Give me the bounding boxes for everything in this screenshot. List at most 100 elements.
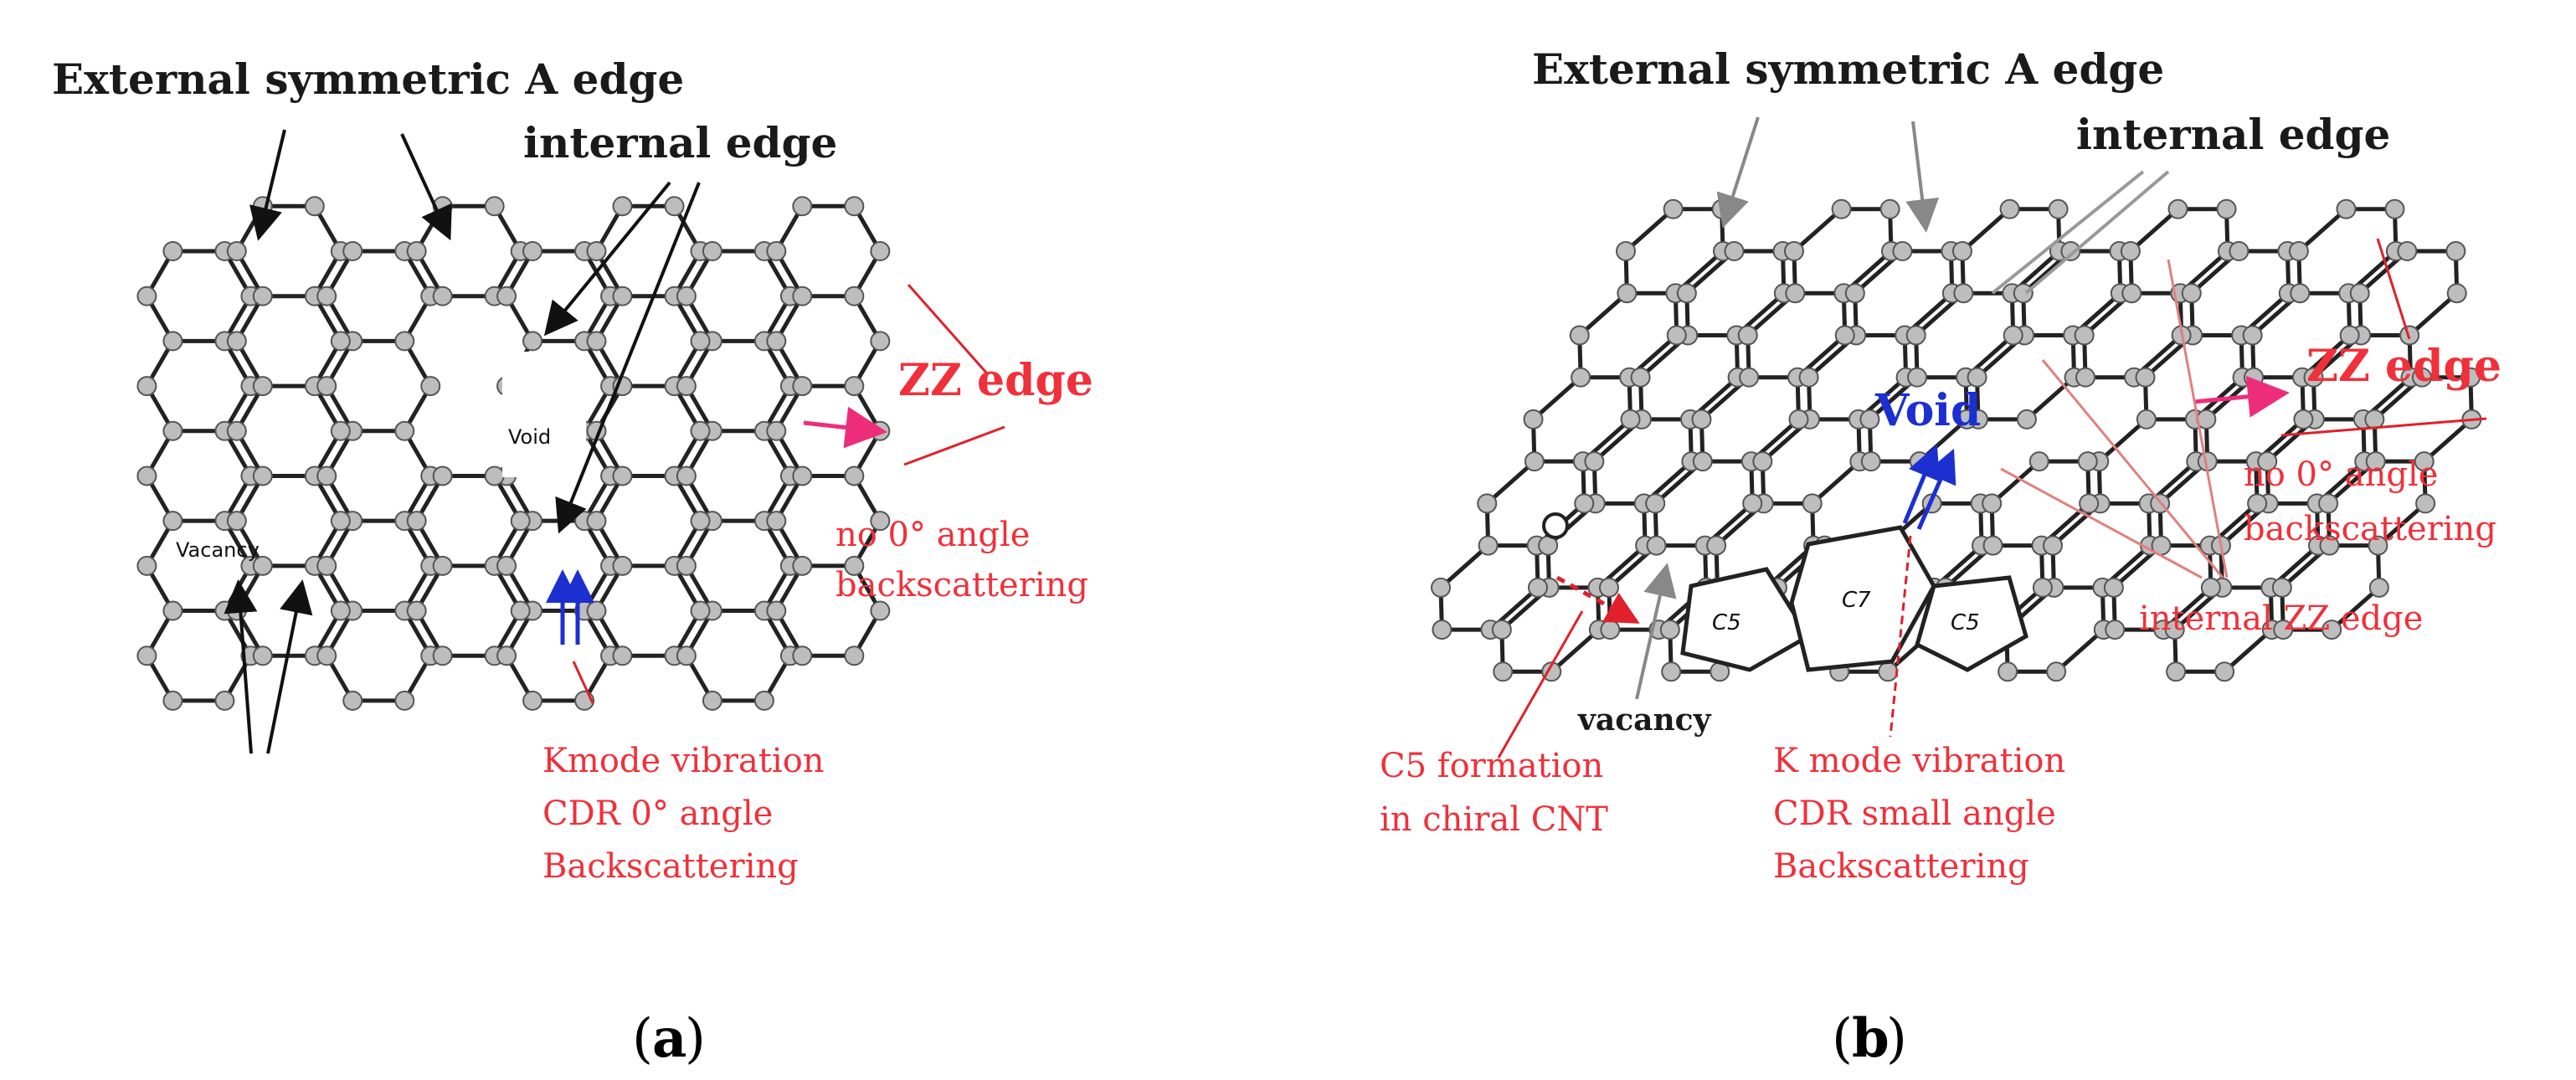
lattice-atom [2319,535,2340,556]
lattice-atom [252,465,273,486]
lattice-atom [2365,451,2386,472]
lattice-atom [676,465,697,486]
external-edge-arrow-b-2 [1905,121,1940,233]
vacancy-arrow-b [1635,563,1677,700]
no-backscatter-label-a-1: no 0° angle [836,516,1030,554]
lattice-atom [2414,451,2435,472]
lattice-atom [2368,535,2388,556]
lattice-atom [792,465,813,486]
lattice-atom [1783,241,1804,261]
lattice-bond [2024,375,2077,422]
lattice-atom [330,600,351,621]
lattice-atom [136,555,157,576]
lattice-atom [1907,367,1928,388]
lattice-atom [226,241,247,261]
lattice-atom [1584,451,1605,472]
lattice-atom [870,511,891,532]
lattice-atom [394,420,415,441]
lattice-atom [2368,577,2389,598]
lattice-atom [226,511,247,532]
ring-c5-left [1680,567,1812,672]
lattice-atom [844,285,865,306]
c5-formation-label-2: in chiral CNT [1380,800,1608,839]
lattice-atom [1600,620,1621,640]
kmode-label-b-2: CDR small angle [1773,795,2056,833]
lattice-atom [252,555,273,576]
lattice-atom [2074,325,2095,346]
lattice-atom [316,645,337,666]
lattice-atom [2200,577,2221,598]
zz-edge-label-a: ZZ edge [898,355,1093,406]
lattice-atom [1834,325,1855,346]
lattice-atom [522,241,543,261]
lattice-atom [1663,198,1684,219]
lattice-atom [2028,451,2049,472]
lattice-atom [1752,451,1773,472]
lattice-atom [510,600,531,621]
lattice-atom [844,465,865,486]
lattice-atom [1692,451,1713,472]
ring-c7-label: C7 [1842,588,1871,613]
no-backscatter-label-b-2: backscattering [2244,510,2496,548]
no-backscatter-label-b-1: no 0° angle [2244,455,2438,494]
lattice-atom [1953,283,1974,304]
vacancy-arrow-a-2 [266,579,313,754]
lattice-bond [1623,207,1676,254]
lattice-atom [2349,283,2370,304]
void-label-a: Void [508,425,551,449]
lattice-atom [844,196,865,217]
lattice-atom [1982,535,2003,556]
lattice-atom [522,331,543,352]
lattice-atom [2460,367,2481,388]
lattice-atom [2103,577,2124,598]
lattice-atom [766,331,787,352]
lattice-atom [1630,367,1651,388]
lattice-atom [690,511,711,532]
lattice-atom [2445,241,2466,261]
vacancy-label-b: vacancy [1577,702,1712,738]
lattice-atom [690,331,711,352]
lattice-atom [1527,577,1548,598]
lattice-atom [394,690,415,711]
lattice-atom [496,555,517,576]
lattice-bond [1530,375,1583,422]
lattice-atom [702,241,722,261]
lattice-atom [1666,325,1687,346]
lattice-atom [1956,409,1977,429]
lattice-atom [162,241,183,261]
lattice-atom [1785,283,1806,304]
lattice-atom [2167,198,2188,219]
zz-edge-pink-arrow-a [803,406,887,449]
lattice-atom [1541,661,1562,682]
lattice-atom [1598,577,1619,598]
lattice-atom [2166,661,2187,682]
lattice-atom [162,420,183,441]
lattice-atom [1524,451,1545,472]
lattice-bond [2222,627,2275,674]
lattice-bond [1989,459,2042,506]
lattice-atom [1879,198,1900,219]
lattice-atom [1892,241,1913,261]
lattice-atom [1477,493,1498,514]
kmode-pointer-b [1889,535,1912,738]
lattice-atom [2120,241,2141,261]
lattice-atom [2288,241,2309,261]
lattice-atom [676,555,697,576]
external-edge-arrow-a-2 [400,133,452,241]
lattice-atom [2164,620,2185,640]
lattice-atom [2003,325,2023,346]
lattice-bond [1577,291,1629,337]
lattice-atom [2214,661,2235,682]
zz-edge-pointer-a-1 [907,284,988,373]
lattice-atom [1905,325,1926,346]
lattice-atom [342,241,363,261]
lattice-atom [1951,241,1972,261]
zz-edge-pointer-a-2 [903,425,1005,466]
lattice-atom [2257,451,2278,472]
caption-a-close: ) [685,1008,706,1070]
internal-zz-label-b: internal ZZ edge [2139,599,2423,638]
lattice-atom [1676,283,1697,304]
lattice-atom [766,241,787,261]
internal-zz-pointer-b-3 [2167,259,2229,579]
lattice-atom [1646,535,1667,556]
